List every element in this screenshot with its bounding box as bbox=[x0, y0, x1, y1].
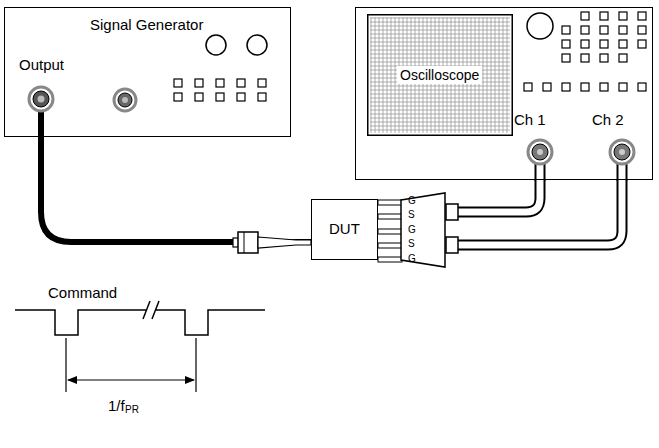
pin-letter: G bbox=[408, 195, 416, 207]
cable-line bbox=[41, 137, 311, 242]
channel-jack bbox=[614, 144, 630, 160]
cable-head bbox=[446, 237, 458, 253]
oscilloscope: Ch 1 Ch 2 Oscilloscope bbox=[355, 7, 653, 180]
jack bbox=[118, 93, 132, 107]
arrowhead bbox=[67, 376, 77, 384]
period-dimension bbox=[68, 379, 194, 380]
probe-outline bbox=[400, 192, 446, 268]
instrument-title: Signal Generator bbox=[90, 16, 203, 33]
dut-box: DUT bbox=[311, 199, 378, 260]
cable-core bbox=[446, 180, 622, 245]
cable-outline bbox=[446, 180, 540, 212]
plug-tip bbox=[258, 237, 311, 248]
jack-ring bbox=[114, 89, 136, 111]
button-grid bbox=[524, 12, 646, 91]
break-mark bbox=[152, 301, 159, 319]
extension-line bbox=[65, 338, 66, 392]
cable bbox=[446, 180, 622, 245]
command-waveform bbox=[15, 310, 146, 335]
channel-label: Ch 1 bbox=[514, 111, 546, 128]
knob bbox=[206, 35, 226, 55]
period-label: 1/f bbox=[108, 397, 125, 414]
cable-core bbox=[446, 180, 540, 212]
extension-line bbox=[195, 338, 196, 392]
pin-letter: S bbox=[408, 238, 415, 250]
jack-ring bbox=[528, 140, 552, 164]
jack-center bbox=[537, 149, 543, 155]
jack-ring bbox=[29, 87, 53, 111]
pin-letter: G bbox=[408, 224, 416, 236]
jack-center bbox=[38, 96, 45, 103]
probe-pins bbox=[378, 200, 402, 262]
pin-letter: S bbox=[408, 209, 415, 221]
channel-label: Ch 2 bbox=[592, 111, 624, 128]
arrowhead bbox=[185, 376, 195, 384]
period-subscript: PR bbox=[125, 404, 139, 416]
cable-outline bbox=[446, 180, 622, 245]
instrument-title: Oscilloscope bbox=[397, 66, 482, 84]
jack-ring bbox=[610, 140, 634, 164]
scope-screen: Oscilloscope bbox=[367, 14, 513, 136]
channel-jack bbox=[532, 144, 548, 160]
signal-generator: Signal GeneratorOutput bbox=[4, 7, 291, 137]
knob bbox=[527, 13, 553, 39]
pin-letter: G bbox=[408, 253, 416, 265]
jack-center bbox=[122, 97, 128, 103]
knob bbox=[247, 35, 267, 55]
coax-plug bbox=[238, 232, 258, 253]
dut-label: DUT bbox=[329, 220, 360, 237]
port-label: Output bbox=[19, 56, 64, 73]
probe-head: GSGSG bbox=[400, 192, 446, 268]
cable bbox=[41, 137, 311, 242]
command-waveform bbox=[156, 310, 265, 335]
break-mark bbox=[143, 301, 150, 319]
jack-center bbox=[619, 149, 625, 155]
plug-ring bbox=[244, 232, 245, 253]
button-grid bbox=[174, 79, 266, 101]
cable-head bbox=[446, 204, 458, 220]
output-jack bbox=[33, 91, 49, 107]
cable bbox=[446, 180, 540, 212]
signal-name: Command bbox=[48, 284, 117, 301]
